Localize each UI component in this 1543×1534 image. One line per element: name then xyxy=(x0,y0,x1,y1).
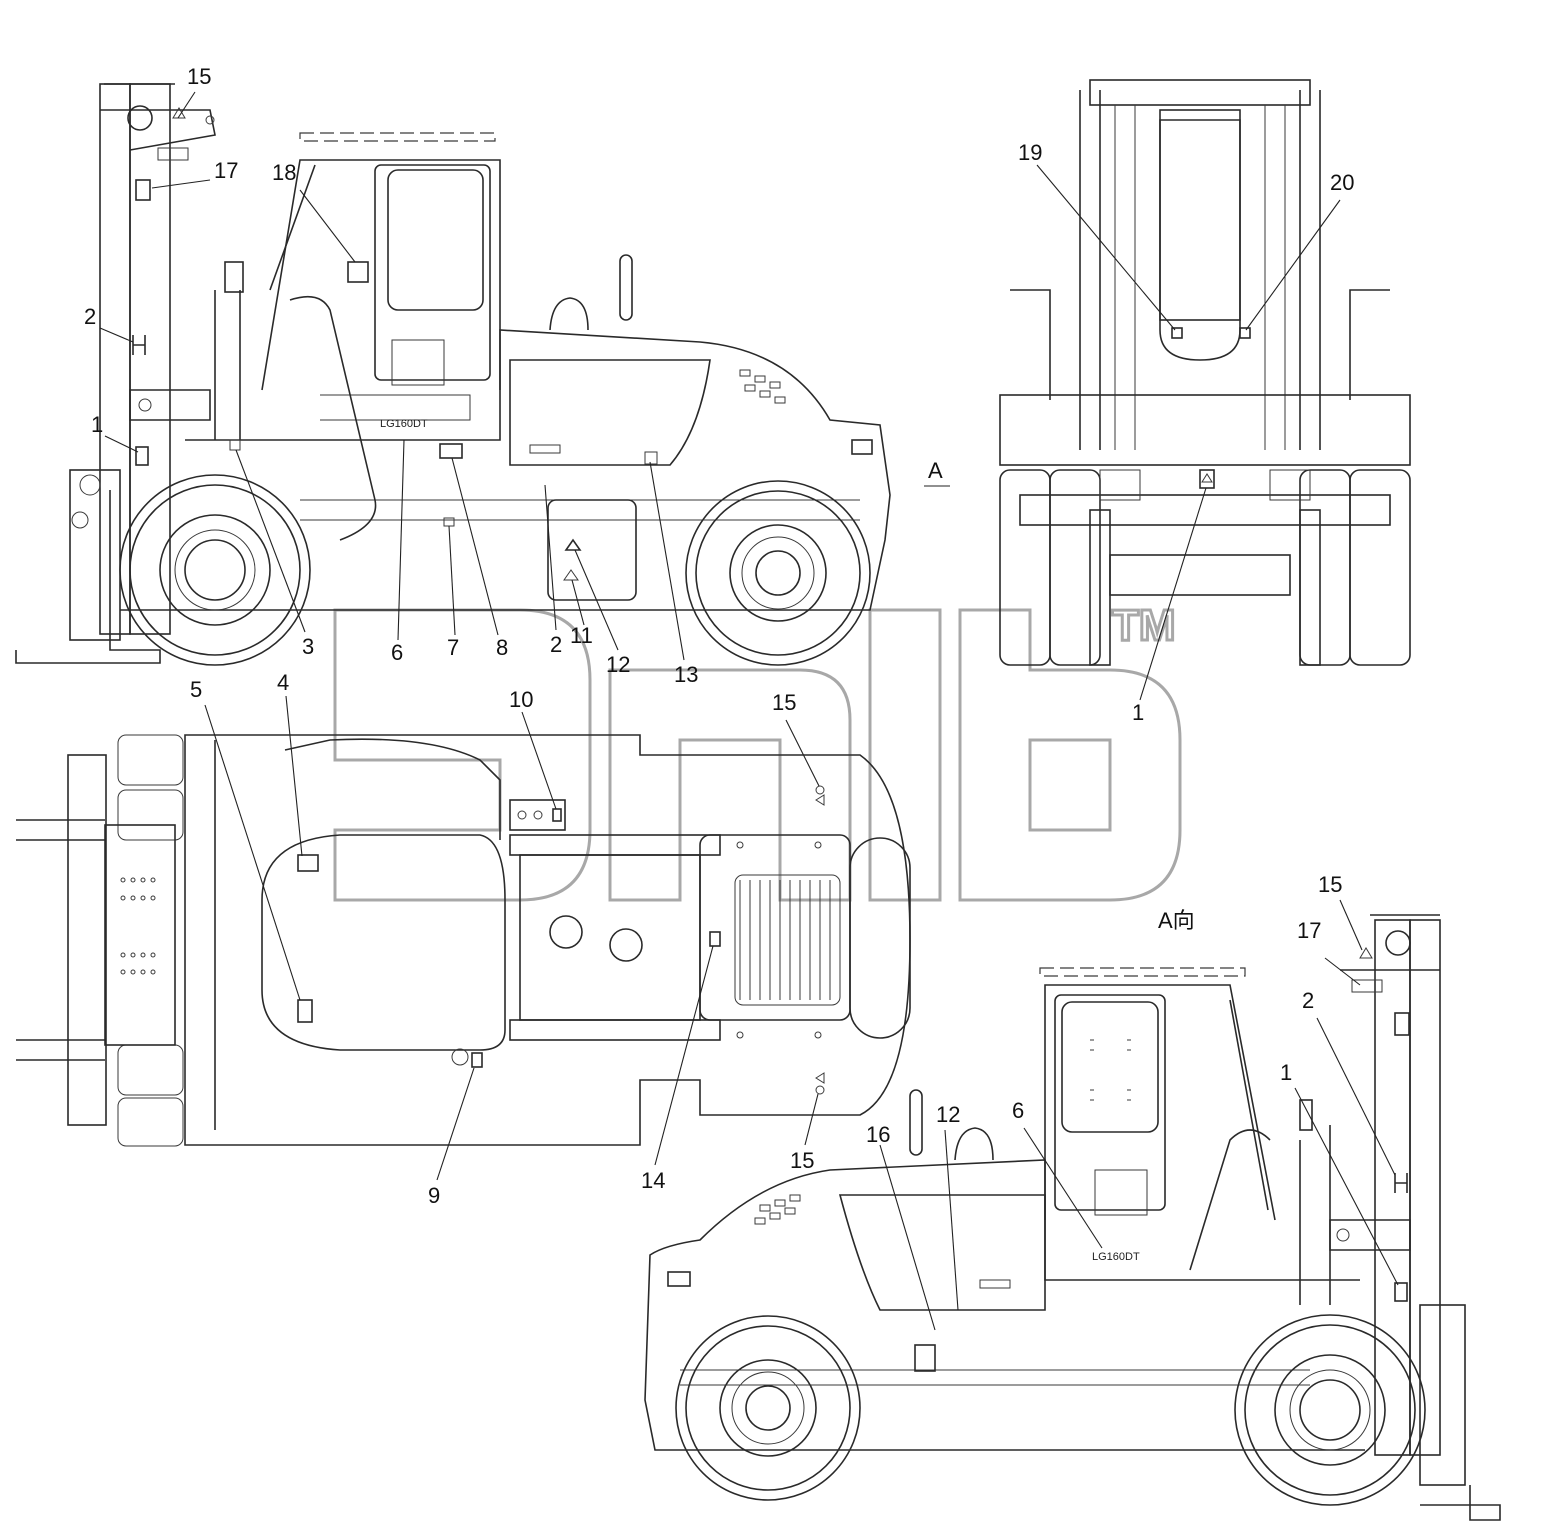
callout-1: 1 xyxy=(91,412,103,437)
callout-2: 2 xyxy=(550,632,562,657)
callout-18: 18 xyxy=(272,160,296,185)
model-label-left: LG160DT xyxy=(380,418,428,430)
callout-6: 6 xyxy=(1012,1098,1024,1123)
leader-lines xyxy=(99,91,1399,1331)
front-wheel-left xyxy=(119,474,311,666)
front-view xyxy=(999,79,1411,666)
decal-10 xyxy=(552,808,562,822)
callout-15: 15 xyxy=(790,1148,814,1173)
decal-4 xyxy=(297,854,319,872)
decal-16 xyxy=(914,1344,936,1372)
decal-17-left xyxy=(135,179,151,201)
decal-2-left xyxy=(132,335,146,355)
decal-1-left xyxy=(135,446,149,466)
decal-17-right xyxy=(1351,979,1383,993)
callout-10: 10 xyxy=(509,687,533,712)
decal-19 xyxy=(1171,327,1183,339)
callout-9: 9 xyxy=(428,1183,440,1208)
callout-17: 17 xyxy=(214,158,238,183)
decal-7-left xyxy=(443,517,455,527)
callout-16: 16 xyxy=(866,1122,890,1147)
decal-2-right xyxy=(1394,1173,1408,1193)
callout-1: 1 xyxy=(1280,1060,1292,1085)
callout-numbers: 15 17 18 2 1 3 6 7 8 2 11 12 13 19 20 1 … xyxy=(84,64,1354,1208)
callout-15: 15 xyxy=(1318,872,1342,897)
watermark-tm: TM xyxy=(1112,601,1176,650)
callout-3: 3 xyxy=(302,634,314,659)
top-view xyxy=(16,734,911,1147)
side-view-left: LG160DT xyxy=(15,83,891,666)
callout-1: 1 xyxy=(1132,700,1144,725)
callout-13: 13 xyxy=(674,662,698,687)
view-caption: A向 xyxy=(1158,908,1195,933)
decal-20 xyxy=(1239,327,1251,339)
watermark: TM xyxy=(333,600,1182,902)
callout-5: 5 xyxy=(190,677,202,702)
decal-5 xyxy=(297,999,313,1023)
front-wheel-right xyxy=(1234,1314,1426,1506)
decal-8-left xyxy=(439,443,463,459)
view-marker-a: A xyxy=(924,458,950,487)
decal-1-right xyxy=(1394,1282,1408,1302)
callout-2: 2 xyxy=(1302,988,1314,1013)
decal-3-left xyxy=(229,439,241,451)
callout-19: 19 xyxy=(1018,140,1042,165)
decal-15-top-b xyxy=(815,1072,825,1084)
decal-13-left xyxy=(644,451,658,465)
callout-2: 2 xyxy=(84,304,96,329)
decal-1-front xyxy=(1199,469,1215,489)
rear-wheel-right xyxy=(675,1315,861,1501)
decal-15-top-a xyxy=(815,794,825,806)
callout-11: 11 xyxy=(570,623,593,648)
callout-7: 7 xyxy=(447,635,459,660)
callout-6: 6 xyxy=(391,640,403,665)
callout-15: 15 xyxy=(772,690,796,715)
decal-12-left xyxy=(564,538,582,551)
callout-4: 4 xyxy=(277,670,289,695)
decal-11-left xyxy=(563,569,579,581)
callout-14: 14 xyxy=(641,1168,665,1193)
side-view-right: LG160DT xyxy=(644,914,1501,1521)
callout-12: 12 xyxy=(606,652,630,677)
callout-8: 8 xyxy=(496,635,508,660)
rear-wheel-left xyxy=(685,480,871,666)
callout-17: 17 xyxy=(1297,918,1321,943)
model-label-right: LG160DT xyxy=(1092,1251,1140,1263)
decal-9 xyxy=(471,1052,483,1068)
callout-20: 20 xyxy=(1330,170,1354,195)
decal-18-left xyxy=(347,261,369,283)
callout-12: 12 xyxy=(936,1102,960,1127)
view-marker-letter: A xyxy=(928,458,943,483)
callout-15: 15 xyxy=(187,64,211,89)
decal-14 xyxy=(709,931,721,947)
decal-15-right xyxy=(1359,947,1373,959)
